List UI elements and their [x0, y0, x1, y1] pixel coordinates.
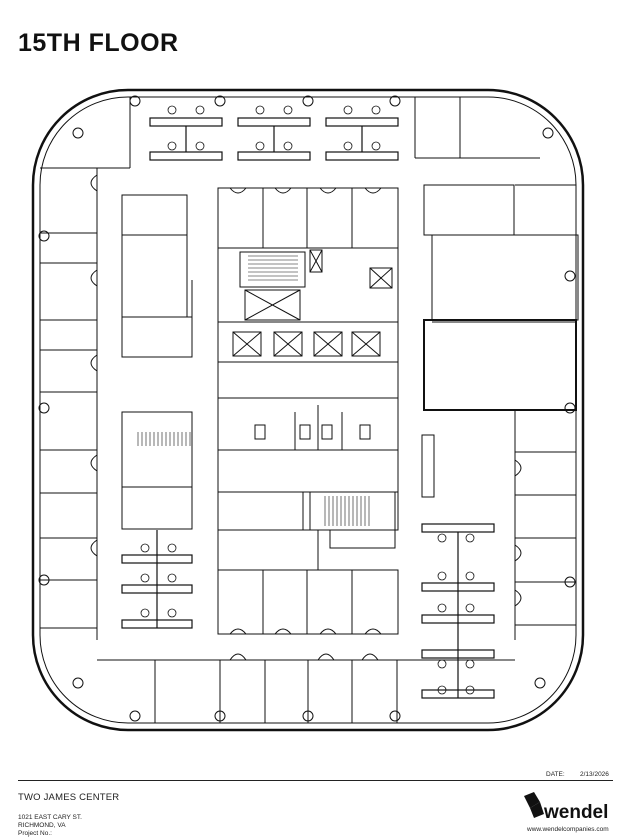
stair-hatch [137, 255, 370, 526]
left-interior-rooms [121, 194, 193, 530]
date-value: 2/13/2026 [580, 771, 609, 778]
address-line-1: 1021 EAST CARY ST. [18, 814, 82, 821]
core-bottom-offices [217, 529, 399, 635]
address-line-2: RICHMOND, VA [18, 822, 66, 829]
date-label: DATE: [546, 771, 565, 778]
building-outline [31, 88, 585, 732]
building-name: TWO JAMES CENTER [18, 792, 120, 803]
workstations-right [421, 523, 495, 699]
project-number-label: Project No.: [18, 830, 52, 837]
footer-divider [18, 780, 613, 781]
workstations-left [121, 530, 193, 629]
left-offices [40, 167, 98, 640]
wendel-logo-icon: wendel [524, 792, 608, 823]
page-title: 15TH FLOOR [18, 29, 179, 57]
workstations-top [149, 117, 399, 161]
core-top-offices [217, 187, 399, 249]
right-interior-rooms [421, 184, 579, 498]
chairs [140, 105, 475, 695]
building-core [217, 247, 399, 531]
restroom-stalls [254, 405, 371, 450]
bottom-offices [97, 653, 515, 723]
website-link[interactable]: www.wendelcompanies.com [527, 826, 609, 833]
elevator-bank [232, 331, 381, 357]
brand-wordmark: wendel [543, 802, 608, 823]
top-offices [40, 97, 540, 169]
column-circles [38, 95, 576, 722]
